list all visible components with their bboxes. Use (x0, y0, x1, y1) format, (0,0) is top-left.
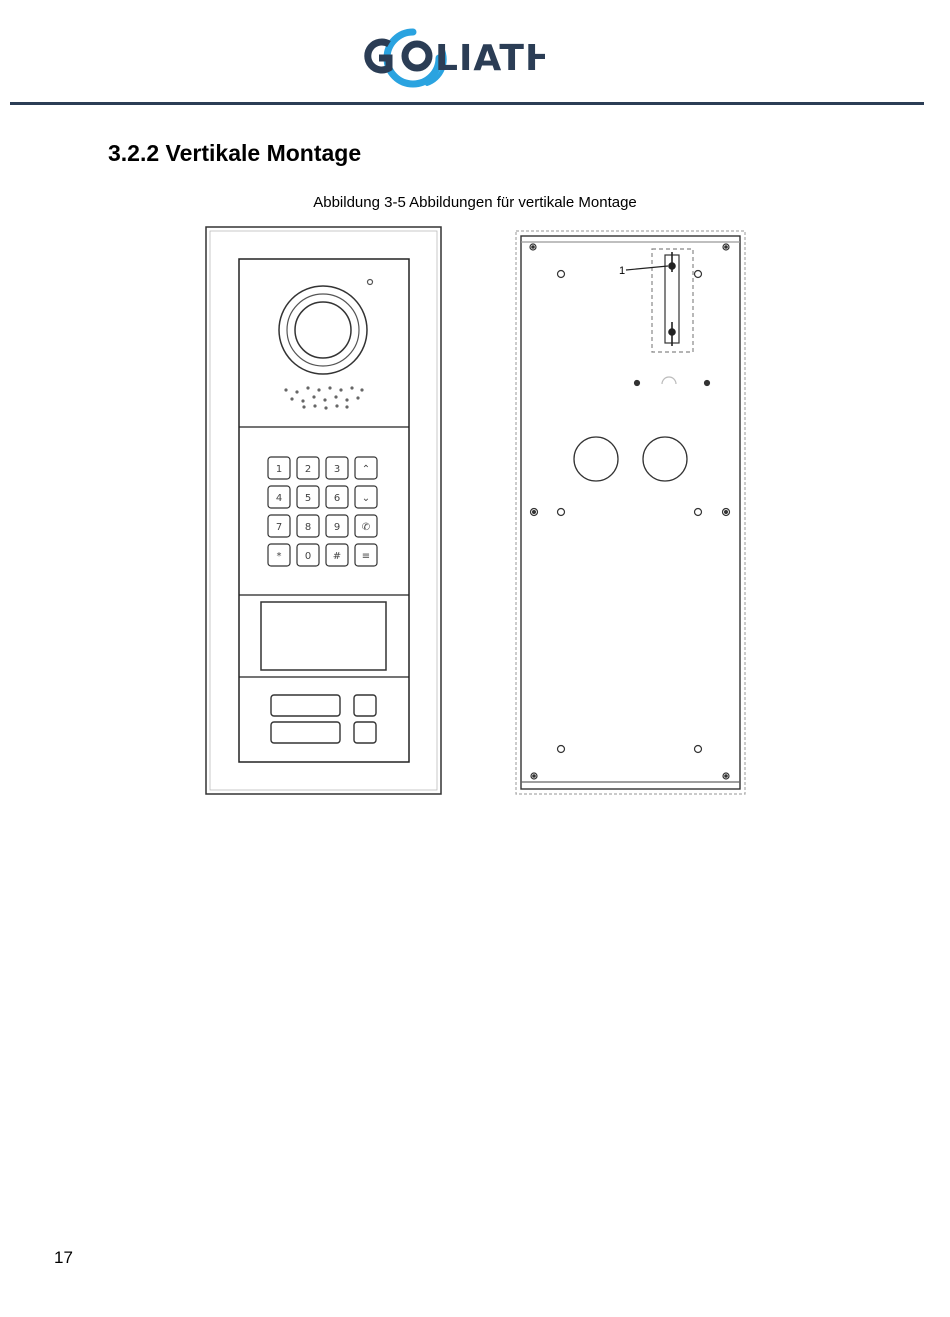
figure-caption: Abbildung 3-5 Abbildungen für vertikale … (0, 194, 950, 211)
callout-label: 1 (619, 265, 625, 277)
call-button-1 (271, 695, 340, 716)
keypad-key-label: ⌃ (362, 464, 370, 475)
keypad-key-label: 0 (305, 551, 311, 562)
keypad-key-label: 6 (334, 493, 340, 504)
keypad-key-label: 5 (305, 493, 311, 504)
call-button-2 (271, 722, 340, 743)
screw-holes (530, 244, 730, 779)
keypad-key-label: 3 (334, 464, 340, 475)
goliath-logo: LIATH (355, 18, 545, 96)
keypad-key-label: * (277, 551, 282, 562)
keypad-key-label: ⌄ (362, 493, 370, 504)
svg-text:LIATH: LIATH (435, 38, 545, 79)
cable-knockout-left (574, 437, 618, 481)
section-heading: 3.2.2 Vertikale Montage (108, 140, 361, 167)
keypad-key-label: 1 (276, 464, 282, 475)
keypad-key-label: 2 (305, 464, 311, 475)
camera-lens (279, 286, 367, 374)
header-rule (10, 102, 924, 105)
keypad-key-label: 4 (276, 493, 282, 504)
keypad: 1 2 3 ⌃ 4 5 6 ⌄ 7 8 9 ✆ * 0 # ≡ (268, 457, 377, 566)
speaker-grille (284, 386, 363, 409)
keypad-key-label: 9 (334, 522, 340, 533)
keypad-key-label: ≡ (362, 551, 370, 562)
mounting-figure: 1 2 3 ⌃ 4 5 6 ⌄ 7 8 9 ✆ * 0 # ≡ (200, 222, 760, 802)
page-number: 17 (54, 1248, 73, 1268)
door-station-front-view: 1 2 3 ⌃ 4 5 6 ⌄ 7 8 9 ✆ * 0 # ≡ (206, 227, 441, 794)
mounting-box-view (516, 231, 745, 794)
keypad-key-label: 7 (276, 522, 282, 533)
cable-knockout-right (643, 437, 687, 481)
keypad-key-label: ✆ (362, 522, 370, 533)
keypad-key-label: 8 (305, 522, 311, 533)
keypad-key-label: # (333, 551, 341, 562)
